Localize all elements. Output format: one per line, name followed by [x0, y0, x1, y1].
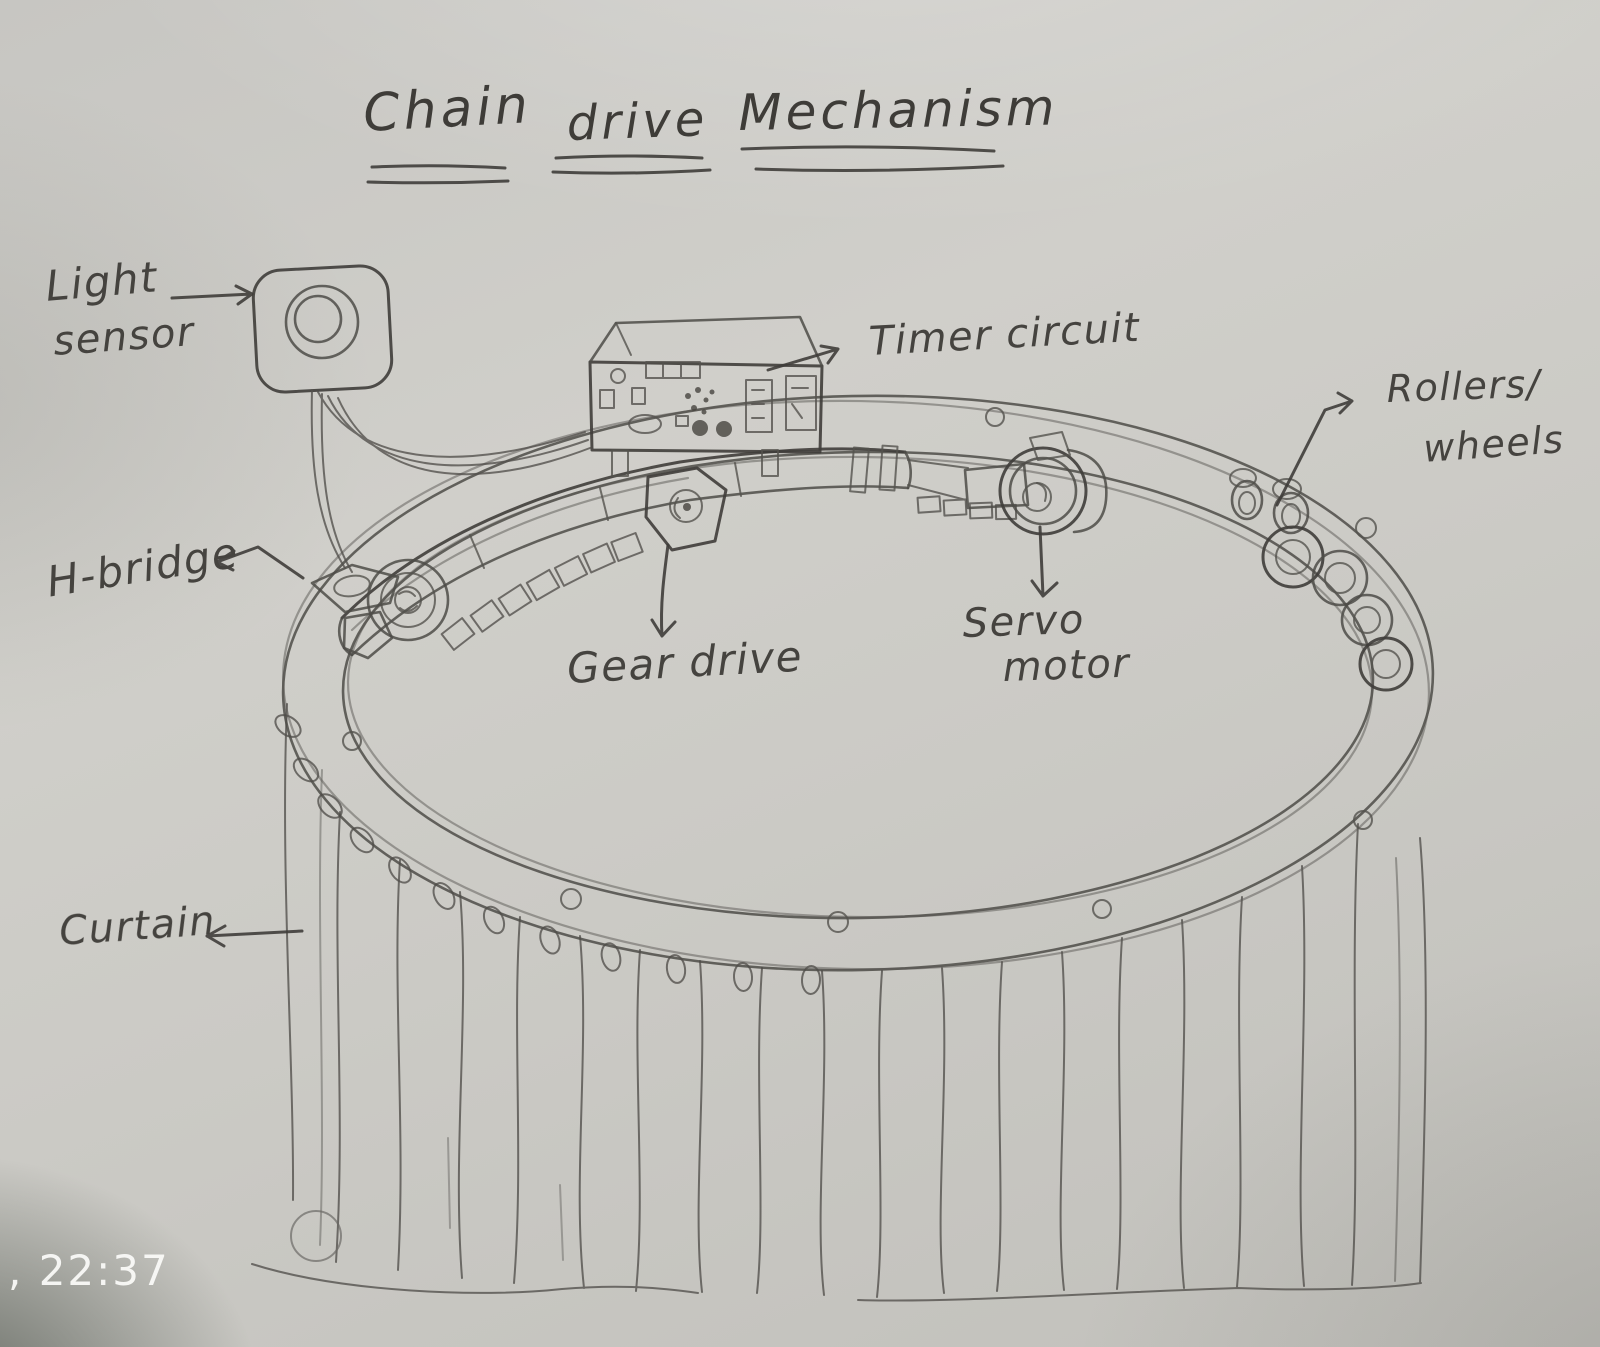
rollers-drawing — [1229, 468, 1414, 692]
arrow-to-servo-motor — [1030, 525, 1059, 598]
arrow-to-light-sensor — [170, 284, 254, 306]
light-sensor-drawing — [251, 264, 394, 394]
ring-hole — [1092, 899, 1112, 919]
gear-drive-drawing — [644, 466, 728, 552]
photo-timestamp: , 22:37 — [8, 1246, 170, 1295]
title-word-drive: drive — [565, 91, 710, 152]
arrow-to-timer-circuit — [766, 344, 840, 372]
ring-track-drawing — [281, 394, 1435, 972]
ring-hole — [342, 731, 362, 751]
arrows — [170, 284, 1354, 948]
ring-hole — [1355, 517, 1377, 539]
ring-hole — [827, 911, 849, 933]
title-word-chain: Chain — [361, 75, 534, 144]
title-underlines — [366, 145, 1005, 185]
chain-housing-drawing — [338, 444, 1018, 657]
label-light-sensor-line1: Light — [43, 252, 160, 311]
title-word-mechanism: Mechanism — [737, 78, 1059, 142]
label-rollers-line2: wheels — [1421, 417, 1566, 471]
arrow-to-h-bridge — [215, 545, 305, 580]
h-bridge-drawing — [310, 558, 450, 660]
label-servo-motor-line2: motor — [1001, 640, 1131, 691]
label-gear-drive: Gear drive — [565, 631, 805, 693]
label-rollers-line1: Rollers/ — [1385, 361, 1542, 411]
timer-circuit-drawing — [588, 315, 824, 477]
arrow-to-gear-drive — [650, 543, 677, 638]
label-servo-motor-line1: Servo — [961, 596, 1086, 647]
servo-motor-drawing — [963, 431, 1108, 536]
ring-hole — [560, 888, 582, 910]
curtain-hooks — [274, 714, 822, 995]
curtain-drawing — [251, 703, 1427, 1302]
label-curtain: Curtain — [57, 898, 218, 955]
ring-hole — [1353, 810, 1373, 830]
circuit-solder-dots — [685, 387, 732, 437]
arrow-to-curtain — [205, 924, 304, 948]
ring-hole — [985, 407, 1005, 427]
wires — [310, 389, 591, 573]
label-light-sensor-line2: sensor — [51, 309, 197, 365]
arrow-to-rollers — [1275, 391, 1354, 507]
